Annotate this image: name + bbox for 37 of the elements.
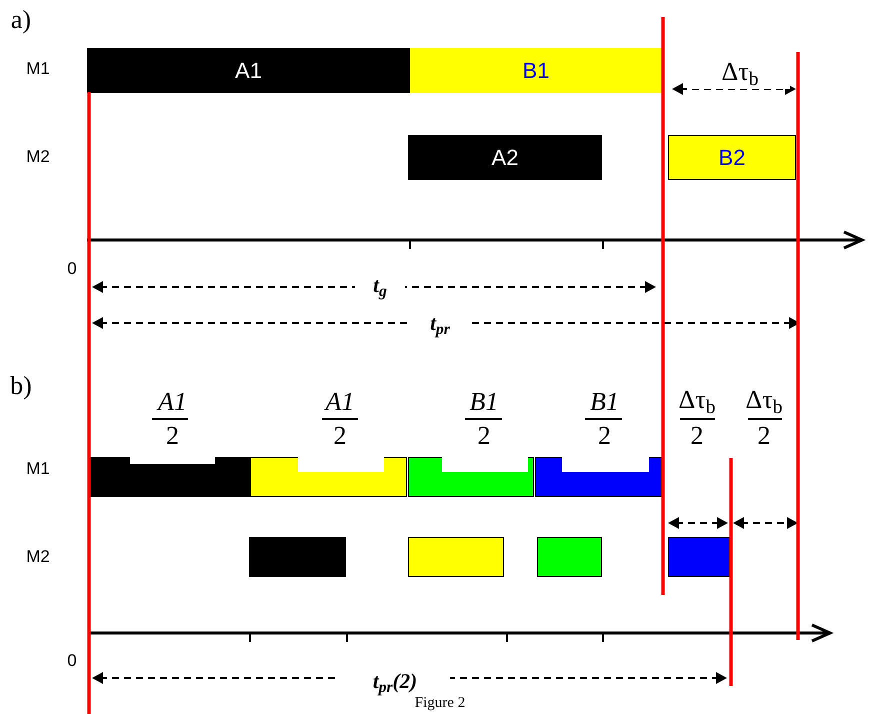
gantt-bar <box>249 537 346 577</box>
task-name: B1 <box>522 57 550 85</box>
gantt-bar <box>408 457 534 497</box>
fraction-denominator: 2 <box>690 420 704 452</box>
gantt-bar <box>668 537 730 577</box>
fraction-numerator: A1 <box>156 386 188 418</box>
fraction-numerator: B1 <box>468 386 500 418</box>
task-name: B2 <box>718 144 746 172</box>
gantt-bar <box>408 537 504 577</box>
row-label: M2 <box>25 146 51 168</box>
gantt-bar <box>250 457 407 497</box>
fraction-numerator: Δτ$_{b}$ <box>678 384 716 416</box>
task-bar <box>668 135 796 180</box>
task-name: A1 <box>235 57 262 85</box>
fraction-denominator: 2 <box>597 420 612 452</box>
fraction-numerator: Δτ$_{b}$ <box>744 384 784 416</box>
task-bar <box>410 48 662 93</box>
fraction-denominator: 2 <box>332 420 348 452</box>
axis-origin: 0 <box>66 650 78 672</box>
row-label: M2 <box>25 546 51 568</box>
axis-origin: 0 <box>66 258 78 280</box>
fraction-denominator: 2 <box>165 420 180 452</box>
figure-caption: Figure 2 <box>414 694 466 713</box>
fraction-numerator: B1 <box>589 386 620 418</box>
task-bar <box>87 48 410 93</box>
fraction-numerator: A1 <box>323 386 356 418</box>
gantt-bar <box>90 457 250 497</box>
task-bar <box>408 135 602 180</box>
task-name: A2 <box>492 144 518 172</box>
panel-label: a) <box>10 4 32 36</box>
row-label: M1 <box>25 58 51 80</box>
gantt-bar <box>537 537 602 577</box>
fraction-denominator: 2 <box>756 420 772 452</box>
gantt-bar <box>535 457 662 497</box>
panel-label: b) <box>9 370 33 402</box>
fraction-denominator: 2 <box>476 420 492 452</box>
row-label: M1 <box>25 458 51 480</box>
